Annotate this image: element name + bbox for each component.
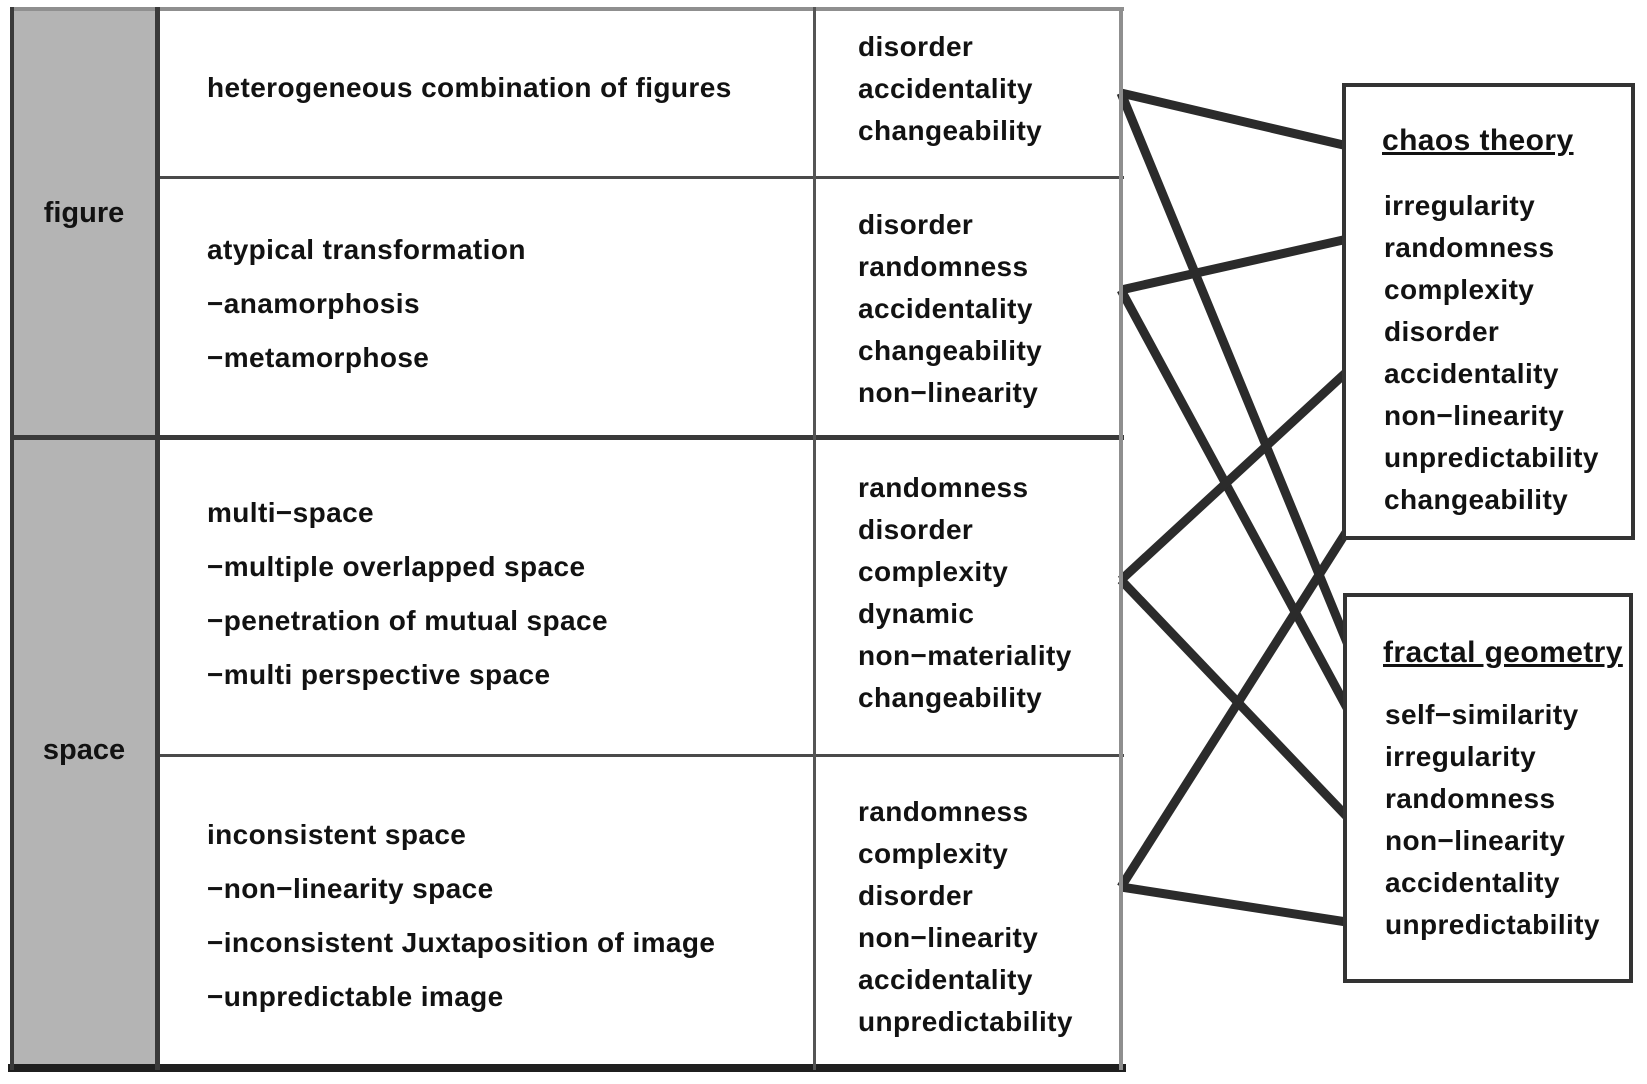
table-top-border bbox=[10, 7, 1124, 11]
fractal-geometry-box: fractal geometry self−similarity irregul… bbox=[1343, 593, 1633, 983]
connector-figure1-fractal bbox=[1116, 91, 1358, 659]
description-attribute-border bbox=[813, 7, 816, 1070]
connector-space2-fractal bbox=[1120, 882, 1354, 928]
category-column-border bbox=[155, 7, 160, 1070]
space-row-1-description: multi−space −multiple overlapped space −… bbox=[207, 497, 608, 690]
table-bottom-border bbox=[8, 1064, 1126, 1072]
connector-space2-chaos bbox=[1117, 520, 1356, 890]
row-divider-figure bbox=[158, 176, 1124, 179]
category-label-space: space bbox=[42, 734, 126, 766]
row-divider-space bbox=[158, 754, 1124, 757]
space-row-2-attributes: randomness complexity disorder non−linea… bbox=[858, 796, 1073, 1037]
fractal-geometry-items: self−similarity irregularity randomness … bbox=[1385, 699, 1600, 940]
chaos-theory-items: irregularity randomness complexity disor… bbox=[1384, 190, 1599, 515]
space-category-cell bbox=[10, 437, 158, 1070]
connector-figure1-chaos bbox=[1119, 88, 1354, 152]
chaos-theory-box: chaos theory irregularity randomness com… bbox=[1342, 83, 1635, 540]
fractal-geometry-title: fractal geometry bbox=[1383, 636, 1623, 669]
table-left-border bbox=[10, 7, 14, 1070]
chaos-theory-title: chaos theory bbox=[1382, 124, 1574, 157]
connector-figure2-chaos bbox=[1120, 233, 1353, 295]
figure-row-2-attributes: disorder randomness accidentality change… bbox=[858, 209, 1043, 408]
connector-space1-chaos bbox=[1117, 363, 1356, 584]
space-row-1-attributes: randomness disorder complexity dynamic n… bbox=[858, 472, 1072, 713]
space-row-2-description: inconsistent space −non−linearity space … bbox=[207, 819, 716, 1012]
table-right-border bbox=[1119, 7, 1123, 1070]
figure-space-divider bbox=[10, 435, 1124, 440]
figure-row-1-description: heterogeneous combination of figures bbox=[207, 72, 732, 103]
figure-row-2-description: atypical transformation −anamorphosis −m… bbox=[207, 234, 526, 373]
figure-category-cell bbox=[10, 7, 158, 437]
figure-row-1-attributes: disorder accidentality changeability bbox=[858, 31, 1043, 146]
category-label-figure: figure bbox=[43, 197, 125, 229]
connector-figure2-fractal bbox=[1117, 287, 1357, 722]
